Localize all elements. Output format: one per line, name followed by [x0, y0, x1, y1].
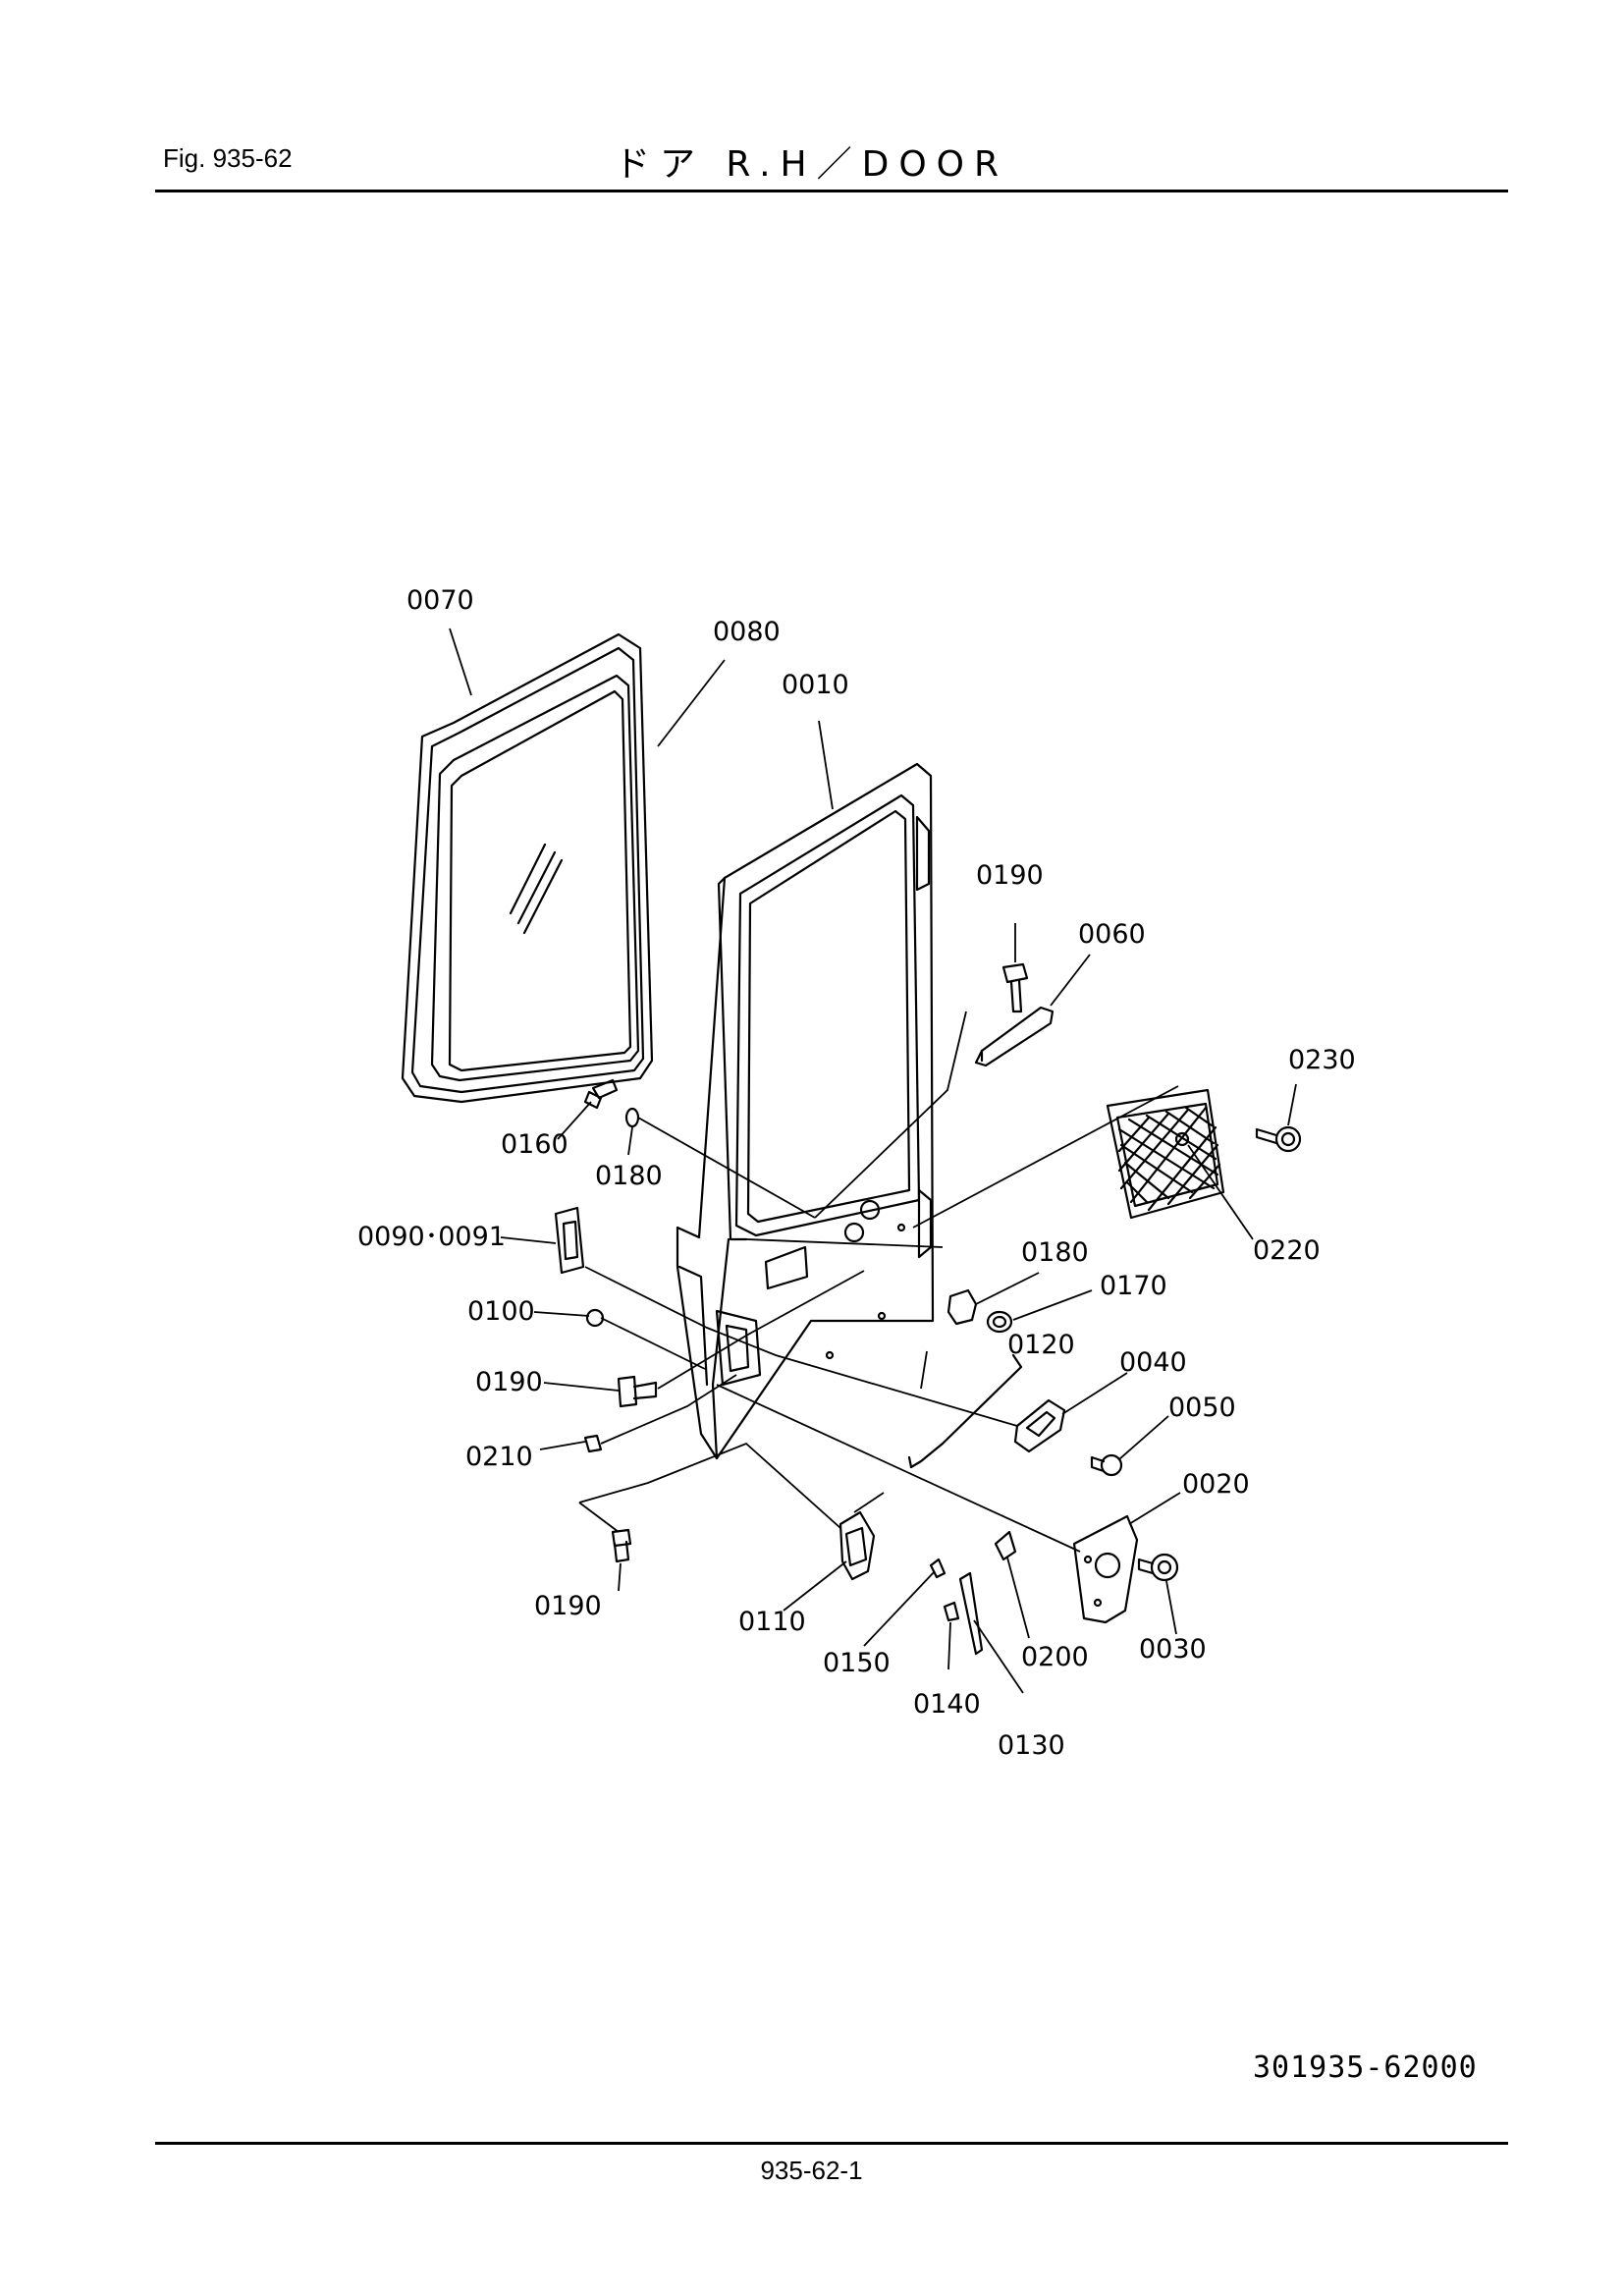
callout-0060: 0060	[1078, 919, 1146, 950]
bolt-top-part	[1001, 962, 1029, 1013]
pin-part	[943, 1601, 960, 1622]
callout-0110: 0110	[738, 1607, 806, 1637]
door-frame-part	[676, 762, 935, 1460]
mesh-panel-part	[1106, 1088, 1225, 1220]
callout-0080: 0080	[713, 617, 781, 647]
callout-0090-0091: 0090･0091	[357, 1222, 506, 1252]
washer-upper-part	[624, 1107, 640, 1128]
rod-part	[907, 1353, 1023, 1469]
callout-0050: 0050	[1168, 1393, 1236, 1423]
cap-part	[585, 1308, 605, 1328]
callout-0020: 0020	[1182, 1469, 1250, 1500]
link-rod-part	[958, 1571, 984, 1656]
callout-0190-bottom: 0190	[534, 1591, 602, 1621]
knob-part	[1137, 1553, 1179, 1582]
bolt-0230-part	[1255, 1125, 1302, 1153]
latch-part	[839, 1510, 876, 1581]
figure-number: Fig. 935-62	[163, 143, 293, 173]
nut-part	[947, 1288, 978, 1326]
callout-0070: 0070	[406, 585, 474, 616]
callout-0200: 0200	[1021, 1642, 1089, 1672]
callout-0210: 0210	[465, 1442, 533, 1472]
callout-0160: 0160	[501, 1129, 568, 1160]
callout-0040: 0040	[1119, 1347, 1187, 1378]
page-title: ドア R.H／DOOR	[614, 144, 1009, 185]
page-number: 935-62-1	[760, 2156, 863, 2185]
leader-lines	[449, 628, 1297, 1694]
hose-part	[583, 1078, 619, 1110]
callout-0030: 0030	[1139, 1634, 1207, 1665]
callout-0180-right: 0180	[1021, 1237, 1089, 1268]
callout-0150: 0150	[823, 1648, 891, 1678]
callout-0220: 0220	[1253, 1235, 1321, 1266]
callout-0140: 0140	[913, 1689, 981, 1720]
callout-0130: 0130	[998, 1730, 1065, 1761]
cover-plate-part	[1072, 1514, 1139, 1624]
outer-handle-part	[1013, 1398, 1066, 1453]
grab-handle-part	[974, 1006, 1055, 1067]
callout-0170: 0170	[1100, 1271, 1167, 1301]
striker-part	[994, 1530, 1017, 1561]
inner-handle-part	[554, 1206, 585, 1275]
header-rule	[155, 190, 1508, 192]
callout-0180-left: 0180	[595, 1161, 663, 1191]
callout-0010: 0010	[782, 670, 849, 700]
callout-0120: 0120	[1007, 1330, 1075, 1360]
callout-0100: 0100	[467, 1296, 535, 1327]
bolt-mid-left-part	[617, 1375, 658, 1408]
callout-0230: 0230	[1288, 1045, 1356, 1075]
callout-0190-mid: 0190	[475, 1367, 543, 1397]
clip-part	[583, 1434, 603, 1453]
drawing-number: 301935-62000	[1253, 2050, 1478, 2085]
washer-part	[986, 1310, 1013, 1334]
bolt-0050-part	[1090, 1453, 1123, 1477]
window-seal-part	[401, 632, 654, 1104]
footer-rule	[155, 2142, 1508, 2145]
window-glass-part	[430, 674, 640, 1082]
bolt-bottom-left-part	[611, 1528, 632, 1563]
callout-0190-top: 0190	[976, 860, 1044, 891]
callout-labels: 0070 0080 0010 0190 0060 0230 0220 0180 …	[357, 585, 1356, 1761]
spring-part	[929, 1558, 947, 1579]
